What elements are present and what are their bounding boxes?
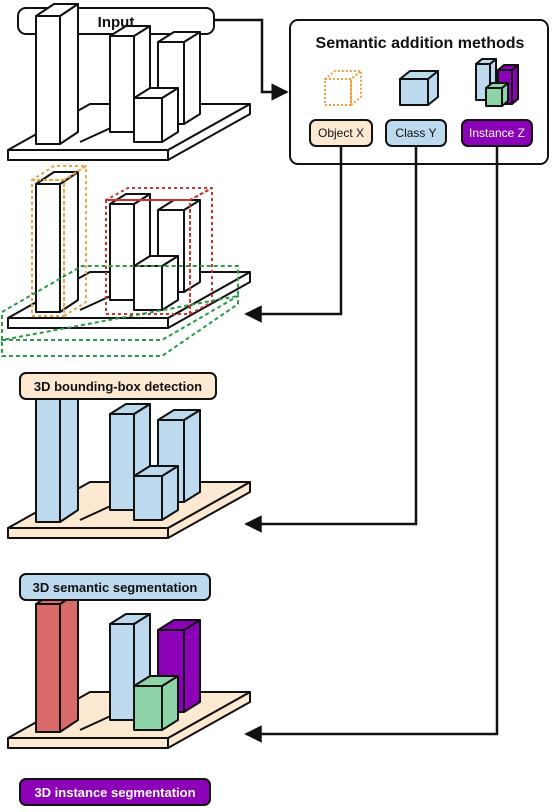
scene-instance-mid-tower-top (109, 613, 151, 625)
scene-instance-mid-tower-front (109, 623, 135, 721)
result-label-bounding-box: 3D bounding-box detection (19, 372, 217, 400)
scene-instance-right-tower-top (157, 619, 201, 631)
input-scene (7, 3, 251, 161)
scene-instance-tall-tower (35, 591, 79, 733)
result-text-instance: 3D instance segmentation (34, 785, 195, 800)
scene-input-tall-tower-top (35, 3, 79, 17)
instance-z-icon-green-front (485, 87, 503, 107)
scene-instance-right-tower-side (183, 619, 201, 713)
green-bbox-top (1, 265, 239, 341)
object-x-icon-top (324, 70, 362, 80)
method-label-class-y: Class Y (395, 126, 436, 140)
scene-bbox-tall-tower (35, 171, 79, 313)
object-x-icon-side (350, 70, 362, 106)
method-pill-instance-z: Instance Z (461, 119, 533, 147)
class-y-arrow (244, 146, 418, 533)
scene-semantic-tall-tower-front (35, 393, 61, 523)
scene-input-tall-tower-side (59, 3, 79, 145)
scene-bbox-tall-tower-front (35, 183, 61, 313)
method-label-object-x: Object X (318, 126, 364, 140)
class-y-icon (399, 70, 439, 106)
bounding-box-scene (1, 165, 251, 357)
orange-bbox-side (63, 165, 87, 317)
scene-input-mid-tower-front (109, 35, 135, 133)
scene-input-right-tower-top (157, 31, 201, 43)
scene-semantic-tall-tower (35, 381, 79, 523)
scene-input-platform-front-edge (7, 149, 169, 161)
scene-input-mid-tower-top (109, 25, 151, 37)
methods-title: Semantic addition methods (316, 35, 525, 52)
semantic-scene (7, 381, 251, 539)
scene-instance-platform-front-edge (7, 737, 169, 749)
scene-instance-small-cube-top (133, 675, 179, 687)
scene-input-tall-tower (35, 3, 79, 145)
result-text-bounding-box: 3D bounding-box detection (34, 379, 202, 394)
scene-instance-small-cube (133, 675, 179, 731)
green-bbox (1, 295, 239, 357)
instance-z-arrow (244, 146, 499, 743)
red-bbox-top (105, 187, 213, 201)
scene-semantic-mid-tower-front (109, 413, 135, 511)
scene-bbox-right-tower-top (157, 199, 201, 211)
orange-bbox-top (31, 165, 87, 181)
result-text-semantic: 3D semantic segmentation (33, 580, 198, 595)
class-y-icon-front (399, 78, 429, 106)
scene-bbox-right-tower-side (183, 199, 201, 293)
scene-semantic-right-tower-top (157, 409, 201, 421)
instance-z-icon-green-top (485, 82, 509, 89)
scene-semantic-right-tower-side (183, 409, 201, 503)
scene-bbox-small-cube (133, 255, 179, 311)
method-pill-object-x: Object X (309, 119, 373, 147)
class-y-icon-top (399, 70, 439, 80)
scene-input-tall-tower-front (35, 15, 61, 145)
object-x-arrow (244, 146, 343, 323)
instance-z-icon (475, 58, 519, 107)
scene-semantic-mid-tower-top (109, 403, 151, 415)
instance-z-icon-purple-top (497, 64, 519, 71)
instance-z-icon-purple-side (511, 64, 519, 105)
scene-semantic-platform-front-edge (7, 527, 169, 539)
input-to-methods-arrow (214, 18, 289, 101)
scene-input-small-cube-front (133, 97, 163, 143)
result-label-instance: 3D instance segmentation (19, 778, 211, 806)
instance-z-icon-green (485, 82, 509, 107)
method-pill-class-y: Class Y (385, 119, 447, 147)
scene-semantic-small-cube (133, 465, 179, 521)
instance-scene (7, 591, 251, 749)
scene-semantic-tall-tower-side (59, 381, 79, 523)
result-label-semantic: 3D semantic segmentation (19, 573, 211, 601)
method-label-instance-z: Instance Z (469, 126, 525, 140)
scene-input-right-tower-side (183, 31, 201, 125)
scene-input-small-cube (133, 87, 179, 143)
scene-semantic-small-cube-top (133, 465, 179, 477)
scene-instance-tall-tower-side (59, 591, 79, 733)
scene-bbox-tall-tower-side (59, 171, 79, 313)
method-icons (324, 58, 519, 107)
scene-instance-small-cube-front (133, 685, 163, 731)
scene-semantic-small-cube-front (133, 475, 163, 521)
scene-instance-tall-tower-front (35, 603, 61, 733)
scene-input-small-cube-top (133, 87, 179, 99)
scene-bbox-mid-tower-front (109, 203, 135, 301)
scene-bbox-small-cube-front (133, 265, 163, 311)
object-x-icon (324, 70, 362, 106)
instance-z-icon-blue-top (475, 58, 497, 65)
